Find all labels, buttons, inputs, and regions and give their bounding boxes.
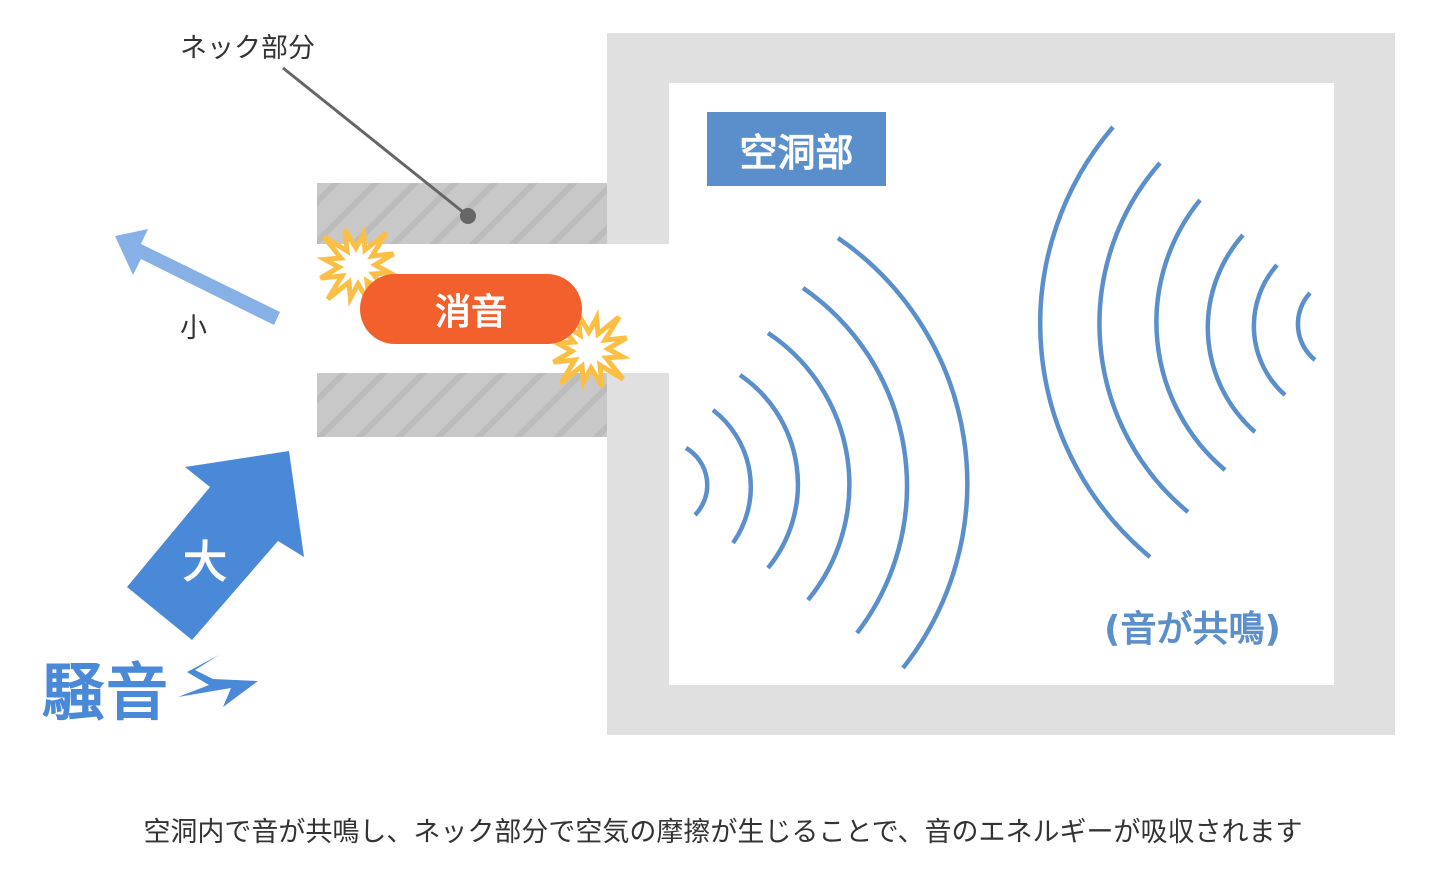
small-label: 小 <box>180 313 207 344</box>
neck-label: ネック部分 <box>180 33 315 64</box>
cavity-label: 空洞部 <box>707 112 886 186</box>
waves-group <box>684 125 1317 670</box>
resonance-wave-arc <box>1251 263 1287 397</box>
sound-wave-arc <box>684 446 710 517</box>
sound-wave-arc <box>836 236 970 670</box>
resonance-wave-arc <box>1154 198 1227 472</box>
neck-leader-dot <box>460 208 476 224</box>
noise-label: 騒音 <box>42 656 171 729</box>
sound-wave-arc <box>711 408 753 545</box>
lightning-icon <box>178 655 258 707</box>
sound-wave-arc <box>766 331 852 602</box>
mute-label: 消音 <box>360 274 582 344</box>
neck-wall-bottom <box>317 373 607 437</box>
neck-leader-line <box>282 66 469 218</box>
caption: 空洞内で音が共鳴し、ネック部分で空気の摩擦が生じることで、音のエネルギーが吸収さ… <box>143 817 1303 848</box>
small-arrow-icon <box>115 229 280 325</box>
resonance-wave-arc <box>1037 125 1152 559</box>
big-label: 大 <box>183 537 227 588</box>
sound-wave-arc <box>738 373 801 570</box>
sound-wave-arc <box>801 286 910 635</box>
resonance-label: (音が共鳴) <box>1104 609 1281 650</box>
resonance-wave-arc <box>1205 233 1257 434</box>
big-arrow-icon <box>127 451 304 640</box>
resonance-wave-arc <box>1295 291 1317 362</box>
resonance-wave-arc <box>1097 161 1190 514</box>
